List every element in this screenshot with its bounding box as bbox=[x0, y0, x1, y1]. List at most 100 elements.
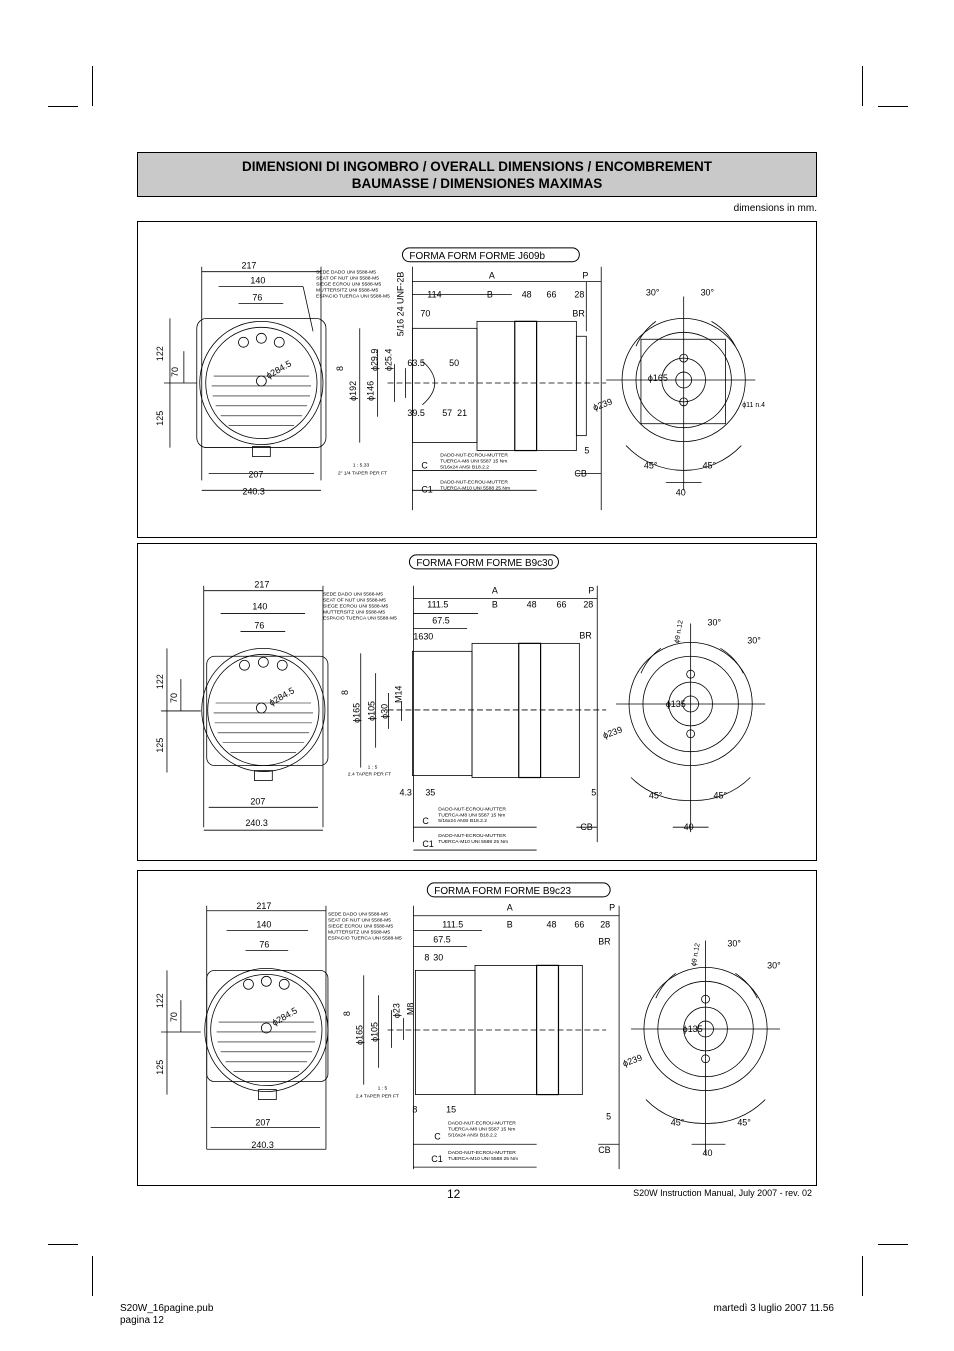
dim-phi-284-5: ϕ284.5 bbox=[264, 358, 293, 380]
nut-note-line: MUTTERSITZ UNI 5588-M5 bbox=[323, 610, 385, 616]
dim-207: 207 bbox=[250, 796, 265, 806]
angle-45-left: 45° bbox=[649, 790, 663, 800]
dim-phi-25-4: ϕ25.4 bbox=[384, 349, 394, 371]
dim-140: 140 bbox=[252, 602, 267, 612]
dim-B: B bbox=[507, 920, 513, 930]
manual-reference: S20W Instruction Manual, July 2007 - rev… bbox=[633, 1188, 812, 1198]
nut-note-line: SIEGE ECROU UNI 5588-M5 bbox=[323, 604, 388, 610]
header-title-line1: DIMENSIONI DI INGOMBRO / OVERALL DIMENSI… bbox=[241, 159, 713, 174]
header-title-line2: BAUMASSE / DIMENSIONES MAXIMAS bbox=[351, 176, 603, 191]
thread-note: 5/16 24 UNF-2B bbox=[395, 272, 405, 337]
nut-c-line: DADO-NUT-ECROU-MUTTER bbox=[448, 1120, 516, 1126]
taper-ratio: 1 : 5.33 bbox=[353, 462, 370, 468]
dim-B: B bbox=[492, 600, 498, 610]
dim-8: 8 bbox=[424, 952, 429, 962]
file-name: S20W_16pagine.pub bbox=[120, 1303, 214, 1314]
dim-CB: CB bbox=[574, 468, 586, 478]
technical-drawing: 217 140 76 122 70 125 207 240.3 ϕ284.5 S… bbox=[155, 247, 765, 511]
nut-c1-line: DADO-NUT-ECROU-MUTTER bbox=[440, 479, 508, 485]
dim-207: 207 bbox=[248, 469, 263, 479]
dim-8-bottom: 8 bbox=[412, 1104, 417, 1114]
dim-70-side: 70 bbox=[420, 308, 430, 318]
dim-phi-239: ϕ239 bbox=[621, 1052, 643, 1068]
hole-note: ϕ9 n.12 bbox=[674, 620, 685, 644]
dim-phi-135: ϕ135 bbox=[666, 699, 686, 709]
print-date: martedì 3 luglio 2007 11.56 bbox=[713, 1303, 834, 1314]
dim-35: 35 bbox=[425, 787, 435, 797]
dim-76: 76 bbox=[252, 293, 262, 303]
angle-45-left: 45° bbox=[644, 460, 658, 470]
dim-phi-239: ϕ239 bbox=[592, 396, 614, 412]
nut-c-line: TUERCA-M8 UNI 5587 15 Nm bbox=[440, 458, 507, 464]
dim-15: 15 bbox=[446, 1104, 456, 1114]
dim-114: 114 bbox=[427, 290, 441, 300]
nut-note-line: ESPACIO TUERCA UNI 5588-M5 bbox=[323, 616, 397, 622]
nut-c-line: TUERCA-M8 UNI 5587 15 Nm bbox=[438, 812, 505, 818]
technical-drawing: 217 140 76 122 70 125 207 240.3 ϕ284.5 S… bbox=[155, 882, 781, 1170]
taper-note: 2.4 TAPER PER FT bbox=[348, 772, 391, 778]
dim-122: 122 bbox=[155, 993, 165, 1008]
dim-phi-165: ϕ165 bbox=[355, 1025, 365, 1045]
dim-8: 8 bbox=[335, 366, 345, 371]
nut-c1-line: DADO-NUT-ECROU-MUTTER bbox=[438, 833, 506, 839]
nut-c-line: 5/16x24 ANSI B18.2.2 bbox=[448, 1132, 497, 1138]
dim-4-3: 4.3 bbox=[399, 787, 411, 797]
dim-P: P bbox=[582, 271, 588, 281]
drawing-panel-b9c23: 217 140 76 122 70 125 207 240.3 ϕ284.5 S… bbox=[137, 870, 817, 1186]
form-label: FORMA FORM FORME J609b bbox=[409, 251, 545, 262]
dim-217: 217 bbox=[254, 580, 269, 590]
dim-140: 140 bbox=[250, 276, 265, 286]
dim-63-5: 63.5 bbox=[407, 358, 424, 368]
dim-70: 70 bbox=[169, 1012, 179, 1022]
dim-66: 66 bbox=[556, 600, 566, 610]
dim-5: 5 bbox=[606, 1111, 611, 1121]
dim-phi-239: ϕ239 bbox=[601, 724, 623, 740]
dim-240-3: 240.3 bbox=[245, 818, 267, 828]
crop-mark bbox=[92, 66, 93, 106]
drawing-panel-j609b: 217 140 76 122 70 125 207 240.3 ϕ284.5 S… bbox=[137, 221, 817, 538]
dim-28: 28 bbox=[600, 920, 610, 930]
dim-phi-165: ϕ165 bbox=[648, 373, 668, 383]
angle-45-left: 45° bbox=[671, 1117, 685, 1127]
dim-66: 66 bbox=[547, 290, 557, 300]
dim-A: A bbox=[489, 271, 495, 281]
nut-c-line: DADO-NUT-ECROU-MUTTER bbox=[440, 453, 508, 459]
page-header: DIMENSIONI DI INGOMBRO / OVERALL DIMENSI… bbox=[137, 152, 817, 197]
dim-8: 8 bbox=[340, 690, 350, 695]
dim-P: P bbox=[609, 903, 615, 913]
angle-45-right: 45° bbox=[714, 790, 728, 800]
dim-phi-165: ϕ165 bbox=[352, 703, 362, 723]
dim-m14: M14 bbox=[393, 686, 403, 703]
dim-67-5: 67.5 bbox=[433, 935, 450, 945]
taper-ratio: 1 : 5 bbox=[368, 765, 378, 771]
dim-240-3: 240.3 bbox=[242, 486, 264, 496]
dim-30: 30 bbox=[423, 631, 433, 641]
dim-m8: M8 bbox=[405, 1003, 415, 1015]
drawing-panel-b9c30: 217 140 76 122 70 125 207 240.3 ϕ284.5 S… bbox=[137, 543, 817, 861]
dim-39-5: 39.5 bbox=[407, 408, 424, 418]
nut-c-line: 5/16x24 ANSI B18.2.2 bbox=[438, 818, 487, 824]
angle-45-right: 45° bbox=[703, 460, 717, 470]
dim-A: A bbox=[492, 586, 498, 596]
crop-mark bbox=[878, 1244, 908, 1245]
dim-217: 217 bbox=[256, 901, 271, 911]
dim-phi-29-9: ϕ29.9 bbox=[370, 349, 380, 371]
dim-B: B bbox=[487, 290, 493, 300]
hole-note: ϕ11 n.4 bbox=[742, 402, 765, 409]
nut-note-line: SEDE DADO UNI 5588-M5 bbox=[316, 270, 376, 276]
dim-66: 66 bbox=[574, 920, 584, 930]
dim-207: 207 bbox=[255, 1117, 270, 1127]
nut-c-line: TUERCA-M8 UNI 5587 15 Nm bbox=[448, 1126, 515, 1132]
nut-note-line: MUTTERSITZ UNI 5588-M5 bbox=[328, 930, 390, 936]
dim-30: 30 bbox=[433, 952, 443, 962]
nut-c1-line: TUERCA-M10 UNI 5588 25 Nm bbox=[438, 839, 508, 845]
nut-note-line: ESPACIO TUERCA UNI 5588-M5 bbox=[316, 294, 390, 300]
nut-note-line: SEDE DADO UNI 5588-M5 bbox=[328, 912, 388, 918]
dim-122: 122 bbox=[155, 346, 165, 361]
taper-note: 2" 1/4 TAPER PER FT bbox=[338, 470, 387, 476]
nut-note-line: ESPACIO TUERCA UNI 5588-M5 bbox=[328, 936, 402, 942]
dim-240-3: 240.3 bbox=[251, 1140, 273, 1150]
angle-30-left: 30° bbox=[708, 617, 722, 627]
nut-note-line: SEAT OF NUT UNI 5588-M5 bbox=[328, 918, 391, 924]
nut-note-line: SEAT OF NUT UNI 5588-M5 bbox=[316, 276, 379, 282]
